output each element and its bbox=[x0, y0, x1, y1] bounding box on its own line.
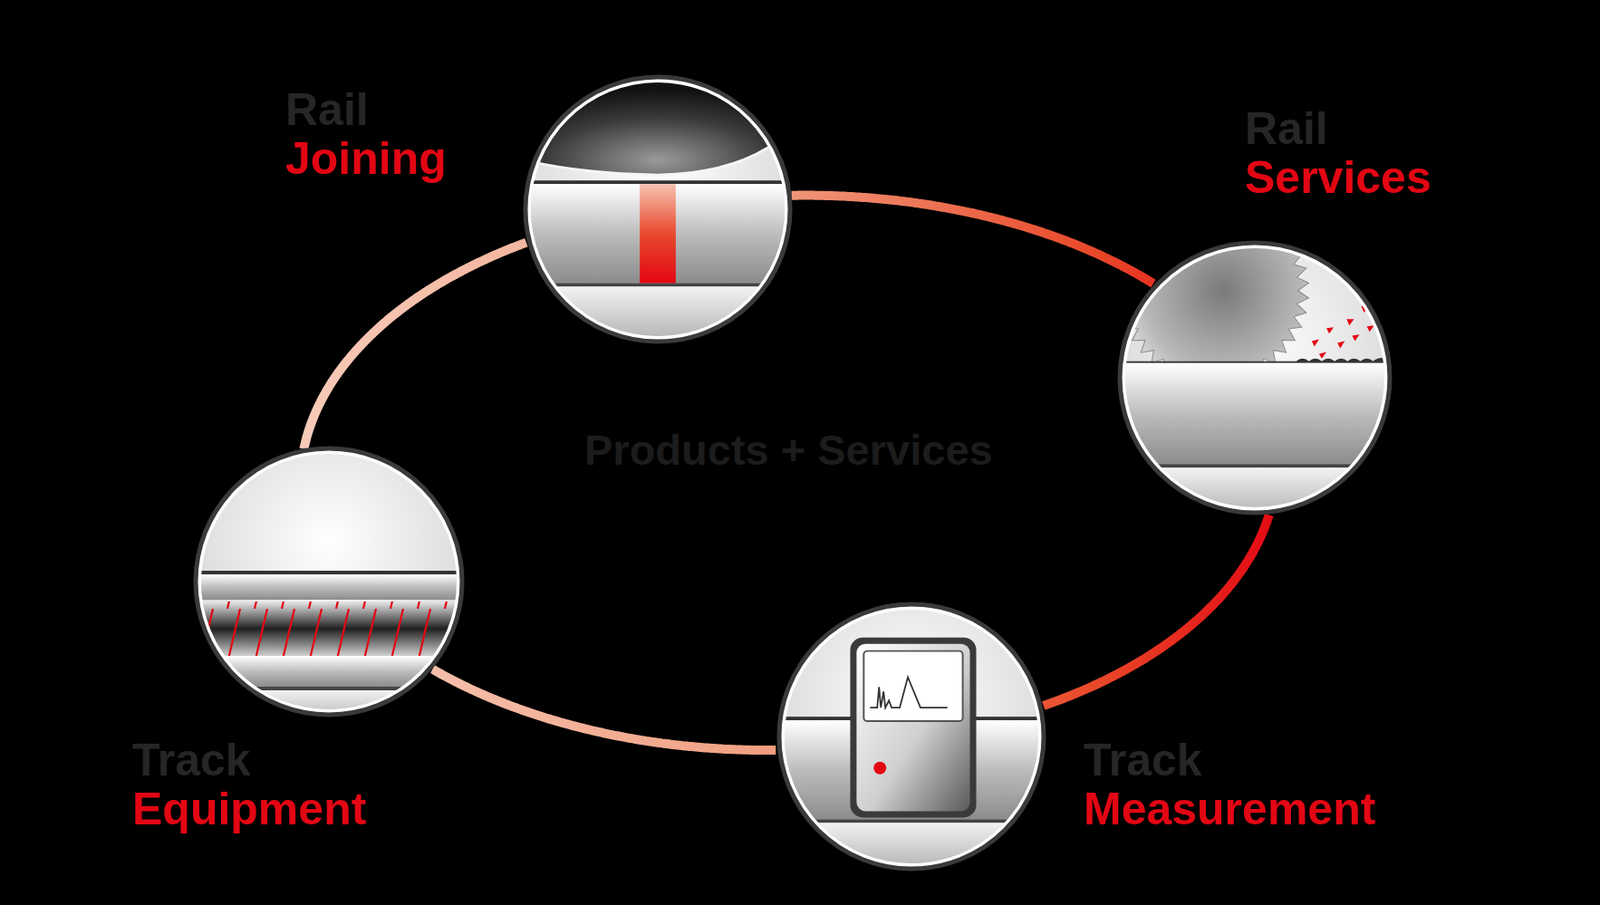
rail-joining-illustration bbox=[522, 74, 793, 350]
track-measurement-illustration bbox=[776, 601, 1047, 878]
track-equipment-illustration bbox=[192, 445, 465, 727]
label-main: Equipment bbox=[132, 784, 367, 834]
product-circle: RailJoining bbox=[522, 74, 793, 345]
product-circle: TrackMeasurement bbox=[776, 601, 1047, 872]
product-circle: TrackEquipment bbox=[192, 445, 465, 718]
circle-label: TrackMeasurement bbox=[1083, 735, 1376, 834]
label-prefix: Track bbox=[132, 735, 367, 785]
ring-connector bbox=[432, 669, 776, 751]
ring-connector bbox=[791, 195, 1155, 284]
label-main: Services bbox=[1244, 153, 1432, 203]
circle-label: RailJoining bbox=[285, 85, 447, 184]
label-prefix: Track bbox=[1083, 735, 1376, 785]
circle-label: TrackEquipment bbox=[132, 735, 367, 834]
circle-label: RailServices bbox=[1244, 104, 1432, 203]
product-circle: RailServices bbox=[1117, 240, 1393, 516]
label-main: Joining bbox=[285, 134, 447, 184]
label-prefix: Rail bbox=[285, 85, 447, 135]
label-prefix: Rail bbox=[1244, 104, 1432, 154]
ring-connector bbox=[1043, 515, 1270, 707]
ring-connector bbox=[303, 242, 527, 450]
rail-services-illustration bbox=[1117, 195, 1393, 523]
center-title: Products + Services bbox=[584, 424, 993, 475]
label-main: Measurement bbox=[1083, 784, 1376, 834]
